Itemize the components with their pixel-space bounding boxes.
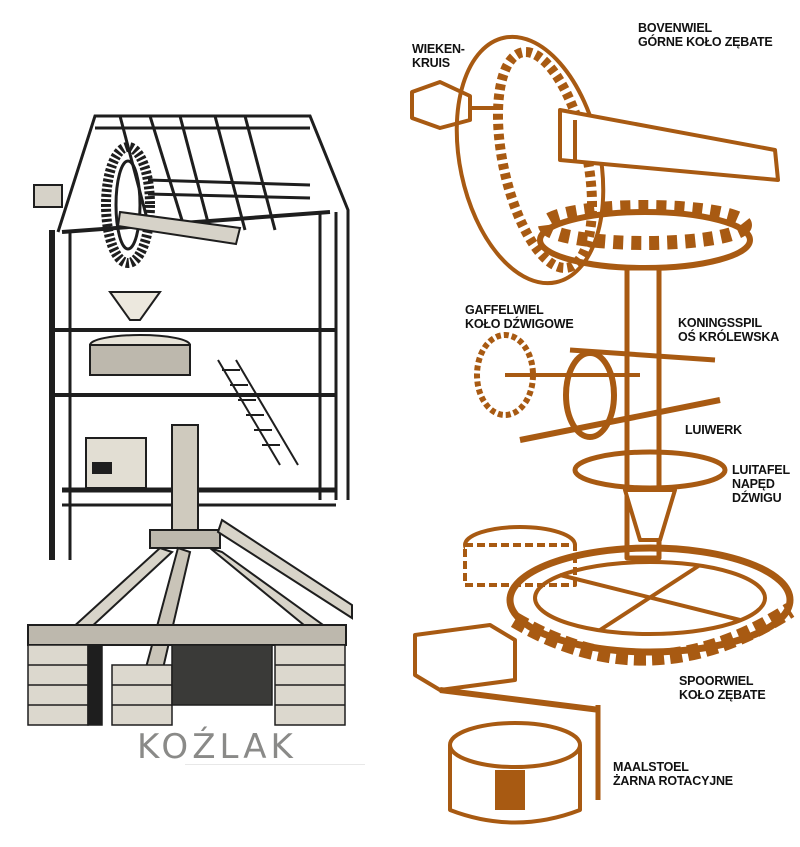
sail-cross-box: [33, 184, 63, 208]
brick-piers: [27, 644, 346, 726]
millstone-case: [89, 344, 191, 376]
hopper: [108, 291, 162, 321]
main-post: [171, 424, 199, 536]
windshaft: [116, 210, 242, 246]
gearing-diagram: WIEKEN- KRUIS BOVENWIEL GÓRNE KOŁO ZĘBAT…: [400, 0, 800, 847]
post-mill-illustration: [27, 114, 353, 726]
label-spoorwiel: SPOORWIEL KOŁO ZĘBATE: [679, 674, 766, 702]
figure-caption: KOŹLAK: [137, 727, 297, 767]
wallower-shape: [537, 209, 753, 271]
label-bovenwiel: BOVENWIEL GÓRNE KOŁO ZĘBATE: [638, 21, 773, 49]
brake-wheel: [101, 142, 155, 268]
gearing-illustration: [410, 34, 795, 825]
label-koningsspil: KONINGSSPIL OŚ KRÓLEWSKA: [678, 316, 780, 344]
spoorwiel-shape: [506, 544, 794, 656]
caption-underline: [185, 764, 365, 765]
label-wieken-kruis: WIEKEN- KRUIS: [412, 42, 465, 70]
label-maalstoel: MAALSTOEL ŻARNA ROTACYJNE: [613, 760, 733, 788]
label-luiwerk: LUIWERK: [685, 423, 742, 437]
label-gaffelwiel: GAFFELWIEL KOŁO DŹWIGOWE: [465, 303, 574, 331]
roof-frame: [56, 114, 350, 500]
post-mill-engraving: KOŹLAK: [27, 114, 365, 767]
stairs: [217, 359, 299, 466]
label-luitafel: LUITAFEL NAPĘD DŹWIGU: [732, 463, 790, 505]
hopper-shape: [413, 623, 517, 692]
maalstoel-shape: [448, 721, 582, 769]
